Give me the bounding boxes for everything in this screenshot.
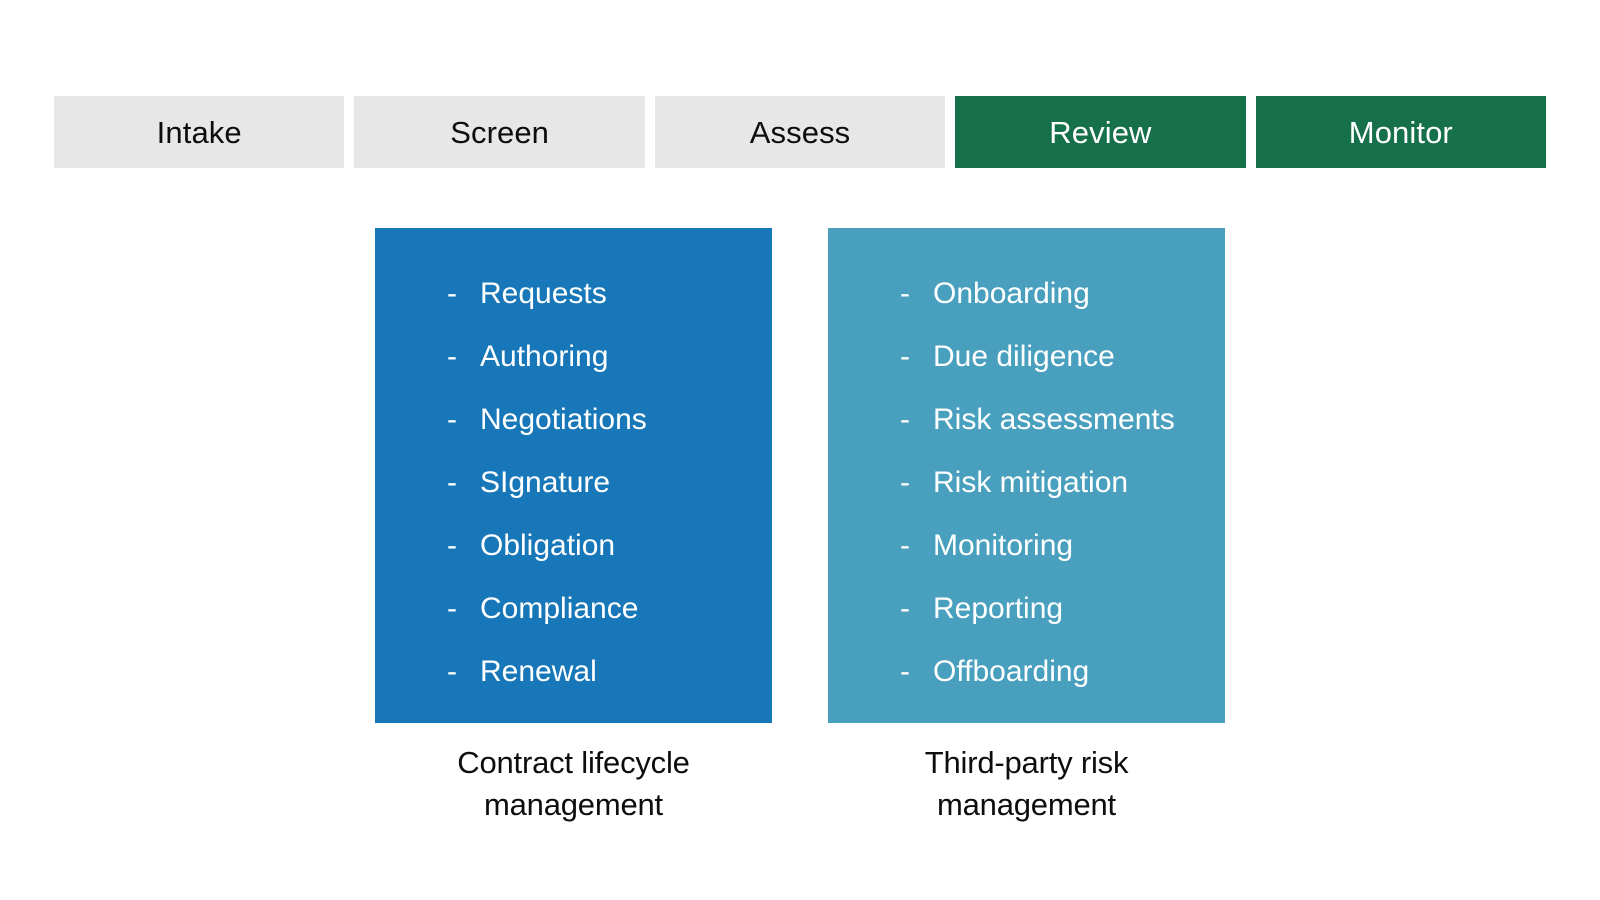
bullet-dash-icon: - [900, 403, 910, 436]
stage-tab-label: Review [1049, 114, 1152, 150]
list-item-label: Authoring [480, 340, 609, 373]
panel-third-party-risk-management: - Onboarding - Due diligence - Risk asse… [828, 228, 1225, 826]
list-item[interactable]: - Offboarding [900, 640, 1225, 703]
bullet-dash-icon: - [900, 529, 910, 562]
list-item[interactable]: - Onboarding [900, 262, 1225, 325]
list-item[interactable]: - Monitoring [900, 514, 1225, 577]
bullet-dash-icon: - [900, 592, 910, 625]
panel-left-list: - Requests - Authoring - Negotiations - … [375, 262, 772, 703]
list-item-label: Negotiations [480, 403, 647, 436]
panel-body-right: - Onboarding - Due diligence - Risk asse… [828, 228, 1225, 723]
bullet-dash-icon: - [900, 466, 910, 499]
caption-line-2: management [937, 787, 1116, 822]
list-item[interactable]: - Compliance [447, 577, 772, 640]
panels-row: - Requests - Authoring - Negotiations - … [375, 228, 1225, 822]
stage-tab-assess[interactable]: Assess [654, 96, 946, 168]
list-item[interactable]: - Reporting [900, 577, 1225, 640]
caption-line-2: management [484, 787, 663, 822]
list-item[interactable]: - SIgnature [447, 451, 772, 514]
list-item[interactable]: - Requests [447, 262, 772, 325]
bullet-dash-icon: - [447, 655, 457, 688]
list-item-label: Obligation [480, 529, 616, 562]
stage-tab-screen[interactable]: Screen [354, 96, 645, 168]
list-item-label: Monitoring [933, 529, 1074, 562]
list-item[interactable]: - Due diligence [900, 325, 1225, 388]
list-item[interactable]: - Renewal [447, 640, 772, 703]
bullet-dash-icon: - [447, 277, 457, 310]
list-item-label: SIgnature [480, 466, 611, 499]
stage-tab-label: Monitor [1348, 114, 1453, 150]
list-item-label: Requests [480, 277, 607, 310]
caption-line-1: Contract lifecycle [457, 745, 690, 780]
list-item-label: Offboarding [933, 655, 1090, 688]
stage-tab-review[interactable]: Review [955, 96, 1246, 168]
list-item-label: Risk assessments [933, 403, 1175, 436]
list-item-label: Onboarding [933, 277, 1090, 310]
stage-tab-monitor[interactable]: Monitor [1255, 96, 1547, 168]
panel-right-caption: Third-party risk management [828, 742, 1225, 826]
panel-right-list: - Onboarding - Due diligence - Risk asse… [828, 262, 1225, 703]
bullet-dash-icon: - [900, 655, 910, 688]
list-item[interactable]: - Negotiations [447, 388, 772, 451]
bullet-dash-icon: - [900, 340, 910, 373]
caption-line-1: Third-party risk [924, 745, 1129, 780]
list-item-label: Reporting [933, 592, 1064, 625]
bullet-dash-icon: - [447, 340, 457, 373]
bullet-dash-icon: - [447, 529, 457, 562]
list-item[interactable]: - Risk mitigation [900, 451, 1225, 514]
stage-tab-strip: Intake Screen Assess Review Monitor [54, 96, 1547, 168]
panel-left-caption: Contract lifecycle management [375, 742, 772, 826]
list-item[interactable]: - Authoring [447, 325, 772, 388]
list-item-label: Risk mitigation [933, 466, 1129, 499]
list-item[interactable]: - Obligation [447, 514, 772, 577]
stage-tab-intake[interactable]: Intake [54, 96, 345, 168]
stage-tab-label: Screen [450, 114, 550, 150]
list-item[interactable]: - Risk assessments [900, 388, 1225, 451]
stage-tab-label: Assess [749, 114, 851, 150]
bullet-dash-icon: - [447, 466, 457, 499]
panel-contract-lifecycle-management: - Requests - Authoring - Negotiations - … [375, 228, 772, 826]
list-item-label: Renewal [480, 655, 597, 688]
list-item-label: Due diligence [933, 340, 1115, 373]
panel-body-left: - Requests - Authoring - Negotiations - … [375, 228, 772, 723]
bullet-dash-icon: - [447, 403, 457, 436]
bullet-dash-icon: - [900, 277, 910, 310]
list-item-label: Compliance [480, 592, 639, 625]
bullet-dash-icon: - [447, 592, 457, 625]
stage-tab-label: Intake [156, 114, 242, 150]
